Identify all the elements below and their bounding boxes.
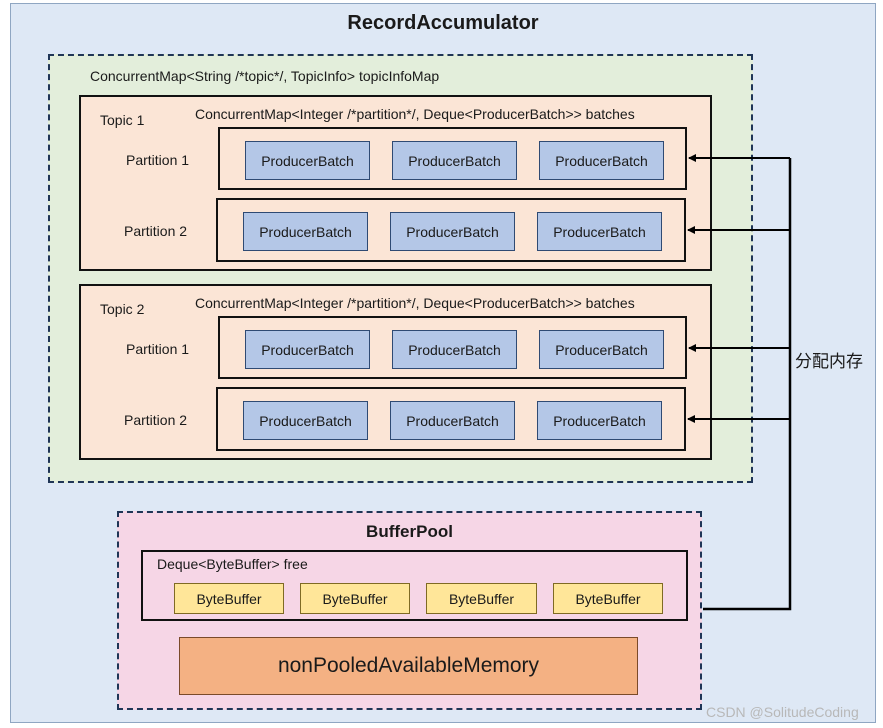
byte-buffer: ByteBuffer — [300, 583, 410, 614]
producer-batch: ProducerBatch — [392, 330, 517, 369]
producer-batch: ProducerBatch — [390, 212, 515, 251]
topic-info-map-label: ConcurrentMap<String /*topic*/, TopicInf… — [90, 68, 440, 84]
producer-batch: ProducerBatch — [539, 330, 664, 369]
topic-2-partition-1-label: Partition 1 — [126, 341, 190, 357]
producer-batch: ProducerBatch — [537, 212, 662, 251]
producer-batch: ProducerBatch — [245, 330, 370, 369]
topic-2-batches-label: ConcurrentMap<Integer /*partition*/, Deq… — [195, 295, 635, 311]
topic-1-batches-label: ConcurrentMap<Integer /*partition*/, Deq… — [195, 106, 635, 122]
non-pooled-available-memory: nonPooledAvailableMemory — [179, 637, 638, 695]
topic-1-label: Topic 1 — [100, 112, 145, 128]
watermark: CSDN @SolitudeCoding — [706, 704, 859, 720]
producer-batch: ProducerBatch — [245, 141, 370, 180]
byte-buffer: ByteBuffer — [174, 583, 284, 614]
producer-batch: ProducerBatch — [243, 212, 368, 251]
byte-buffer: ByteBuffer — [553, 583, 663, 614]
producer-batch: ProducerBatch — [539, 141, 664, 180]
byte-buffer: ByteBuffer — [426, 583, 537, 614]
producer-batch: ProducerBatch — [390, 401, 515, 440]
topic-2-partition-2-label: Partition 2 — [124, 412, 188, 428]
topic-1-partition-2-label: Partition 2 — [124, 223, 188, 239]
allocate-memory-label: 分配内存 — [795, 352, 863, 372]
diagram-title: RecordAccumulator — [347, 12, 539, 34]
free-deque-label: Deque<ByteBuffer> free — [157, 556, 308, 572]
topic-1-partition-1-label: Partition 1 — [126, 152, 190, 168]
producer-batch: ProducerBatch — [537, 401, 662, 440]
allocation-trunk-line — [703, 158, 792, 611]
buffer-pool-title: BufferPool — [366, 522, 453, 541]
producer-batch: ProducerBatch — [392, 141, 517, 180]
producer-batch: ProducerBatch — [243, 401, 368, 440]
topic-2-label: Topic 2 — [100, 301, 145, 317]
